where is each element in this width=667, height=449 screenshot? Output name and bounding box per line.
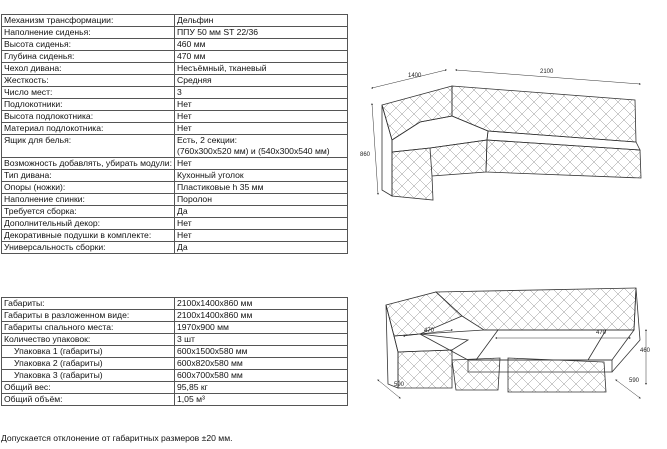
dim-extension-left: 590 <box>394 382 405 388</box>
dim-extension-right: 590 <box>629 378 640 384</box>
spec-row: Возможность добавлять, убирать модули:Не… <box>1 157 348 170</box>
dim-width-label: 2100 <box>540 69 554 75</box>
spec-row: Наполнение сиденья:ППУ 50 мм ST 22/36 <box>1 26 348 39</box>
spec-row: Упаковка 1 (габариты)600x1500x580 мм <box>1 345 348 358</box>
dim-height-label: 860 <box>360 152 371 158</box>
spec-row: Общий объём:1,05 м³ <box>1 393 348 406</box>
spec-value: 470 мм <box>174 50 348 63</box>
spec-row: Механизм трансформации:Дельфин <box>1 14 348 27</box>
spec-value: 1,05 м³ <box>174 393 348 406</box>
spec-row: Высота сиденья:460 мм <box>1 38 348 51</box>
sofa-drawing-unfolded <box>385 287 641 393</box>
tolerance-note: Допускается отклонение от габаритных раз… <box>1 433 233 443</box>
dim-seat-depth-right: 470 <box>596 330 607 336</box>
spec-key: Ящик для белья: <box>1 134 175 158</box>
spec-row: Упаковка 3 (габариты)600x700x580 мм <box>1 369 348 382</box>
sofa-drawing-closed <box>381 85 642 201</box>
spec-row: Опоры (ножки):Пластиковые h 35 мм <box>1 181 348 194</box>
spec-key: Общий объём: <box>1 393 175 406</box>
spec-row: Габариты спального места:1970x900 мм <box>1 321 348 334</box>
spec-row: Глубина сиденья:470 мм <box>1 50 348 63</box>
spec-row: Универсальность сборки:Да <box>1 241 348 254</box>
spec-value: Да <box>174 241 348 254</box>
spec-row: Упаковка 2 (габариты)600x820x580 мм <box>1 357 348 370</box>
spec-row: Габариты:2100x1400x860 мм <box>1 297 348 310</box>
spec-row: Общий вес:95,85 кг <box>1 381 348 394</box>
spec-row: Декоративные подушки в комплекте:Нет <box>1 229 348 242</box>
dim-seat-depth-left: 470 <box>424 328 435 334</box>
dim-depth-label: 1400 <box>408 73 422 79</box>
spec-row: Подлокотники:Нет <box>1 98 348 111</box>
spec-row: Число мест:3 <box>1 86 348 99</box>
spec-value: ППУ 50 мм ST 22/36 <box>174 26 348 39</box>
dim-seat-height: 460 <box>640 348 651 354</box>
spec-row: Количество упаковок:3 шт <box>1 333 348 346</box>
